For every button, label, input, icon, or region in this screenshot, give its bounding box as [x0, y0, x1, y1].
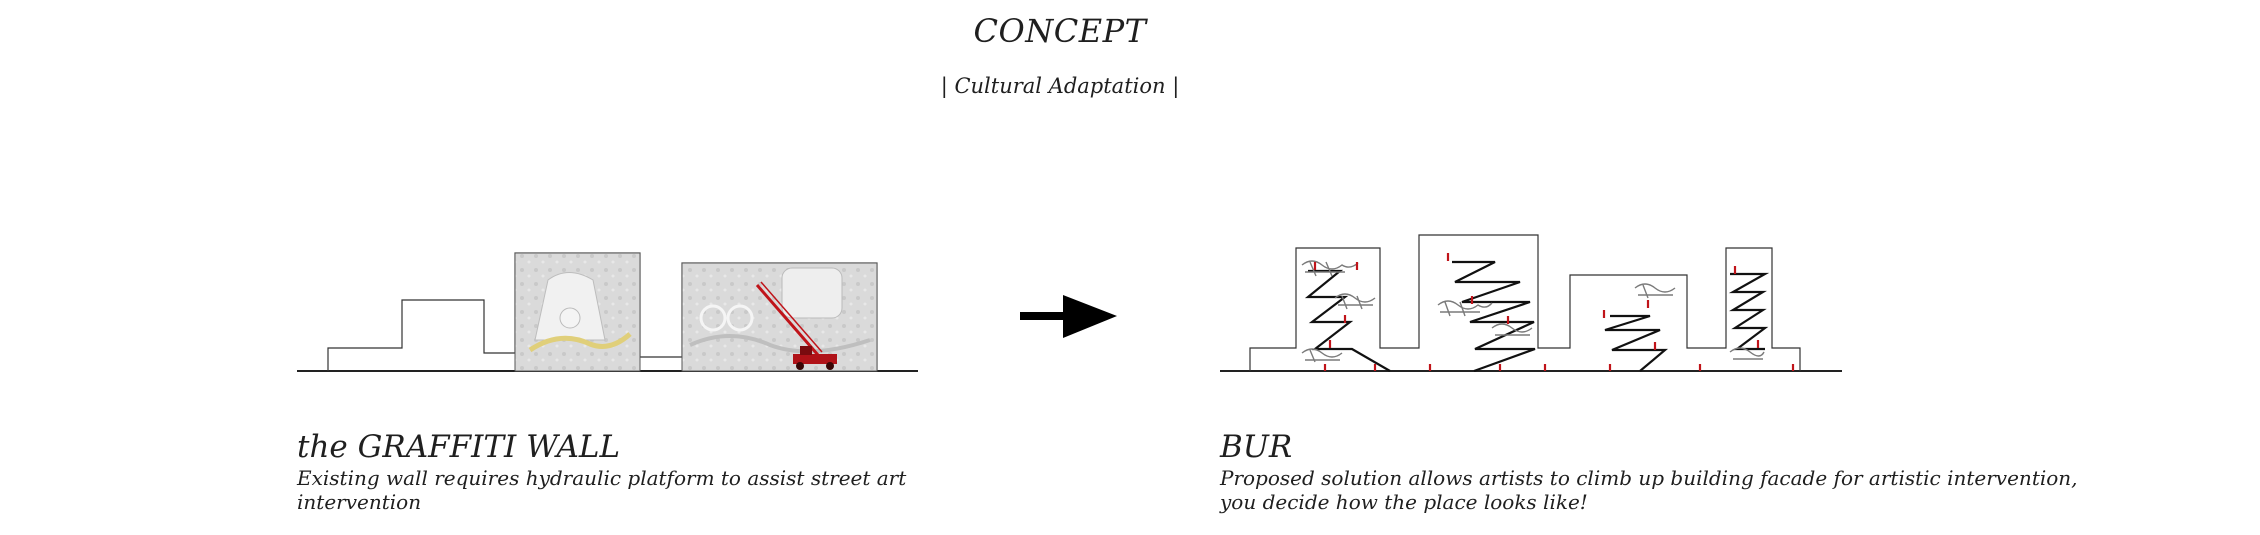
facade-outline — [1249, 234, 1801, 371]
anchor-markers — [1313, 253, 1795, 371]
climbing-route — [1304, 260, 1770, 373]
caption-description-left: Existing wall requires hydraulic platfor… — [297, 466, 907, 514]
mural-right — [681, 262, 878, 372]
graffiti-tags — [1301, 260, 1765, 363]
proposed-bur-diagram — [1220, 234, 1842, 373]
caption-description-right: Proposed solution allows artists to clim… — [1220, 466, 2078, 514]
caption-proposed: BUR Proposed solution allows artists to … — [1220, 428, 2080, 514]
hydraulic-platform — [755, 281, 837, 370]
caption-title-right: BUR — [1220, 429, 1293, 465]
page-subtitle: | Cultural Adaptation | — [940, 74, 1180, 98]
caption-existing: the GRAFFITI WALL Existing wall requires… — [297, 428, 957, 514]
existing-wall-diagram — [297, 252, 918, 372]
caption-title-left: the GRAFFITI WALL — [297, 429, 621, 465]
page-title: CONCEPT — [973, 12, 1147, 50]
mural-left — [514, 252, 641, 372]
transition-arrow-icon — [1020, 295, 1117, 338]
